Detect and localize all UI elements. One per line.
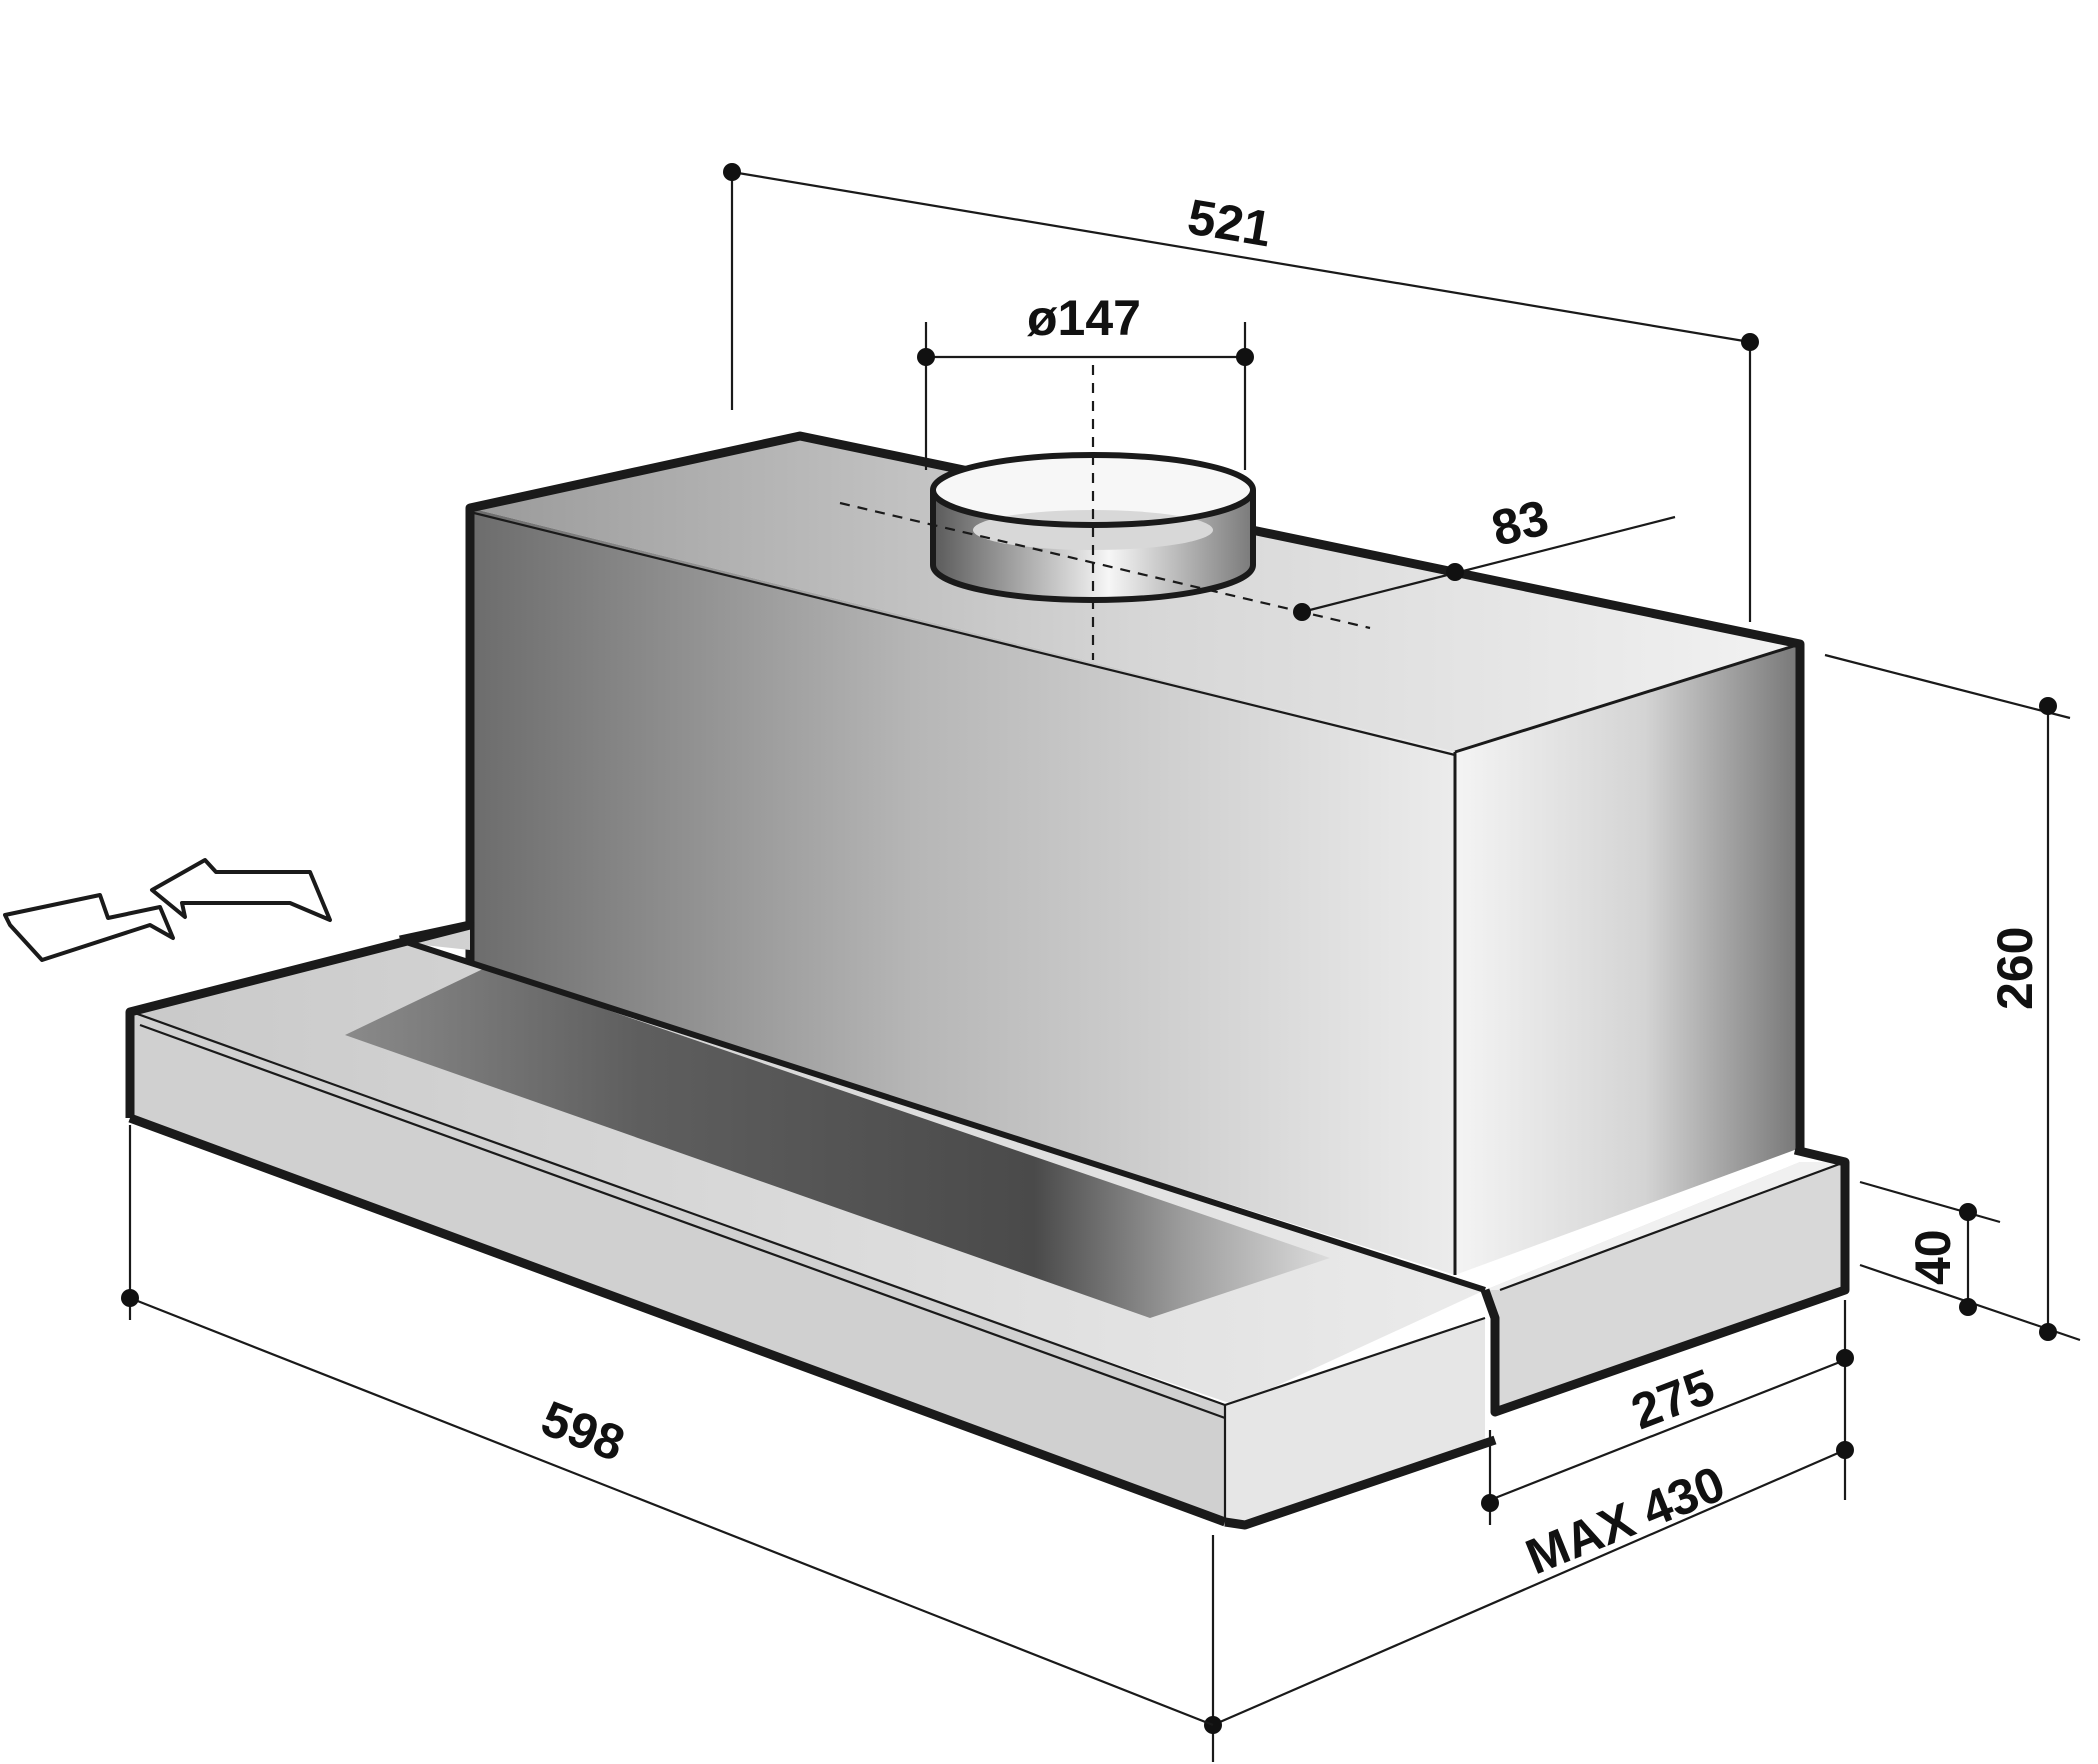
label-width: 598 [534,1390,632,1472]
tray-side-block [1485,1162,1845,1412]
label-visor-height: 40 [1905,1229,1961,1285]
dimension-lines [121,163,2081,1762]
hood-side-face [1455,644,1800,1275]
label-height: 260 [1987,927,2043,1010]
label-duct-diameter: ø147 [1027,290,1141,346]
visor-tray [125,920,1850,1530]
glass-panel [345,968,1330,1318]
label-depth-closed: 275 [1624,1358,1722,1440]
visor-end-face [1225,1318,1485,1525]
slide-arrows-icon [3,858,332,962]
label-duct-offset: 83 [1486,489,1554,557]
visor-front-face [132,1012,1225,1525]
label-depth-max: MAX 430 [1518,1455,1732,1585]
label-top-depth: 521 [1184,188,1276,257]
hood-front-face [470,508,1455,1275]
